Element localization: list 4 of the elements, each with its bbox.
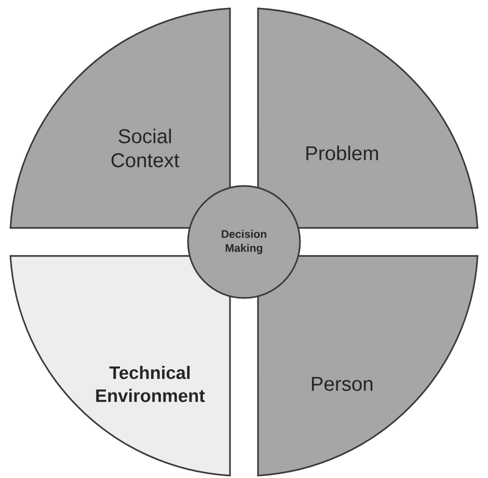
quadrant-sector: Problem	[257, 8, 478, 229]
quadrant-sector: Person	[257, 255, 478, 476]
quadrant-sector: Technical Environment	[10, 255, 231, 476]
quadrant-sector: Social Context	[10, 8, 231, 229]
